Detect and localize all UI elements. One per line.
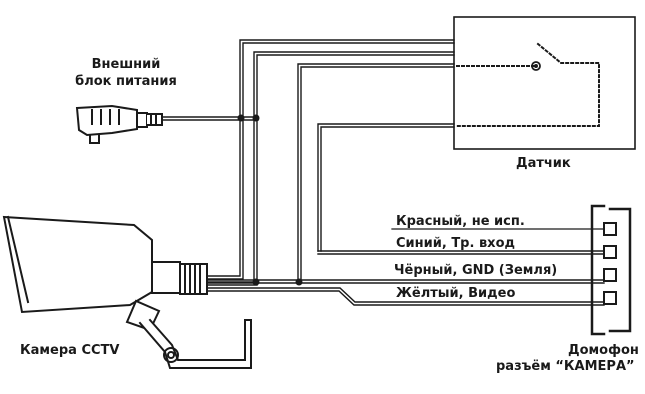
wire-label-yellow: Жёлтый, Видео bbox=[396, 286, 516, 301]
wire-label-blue: Синий, Тр. вход bbox=[396, 236, 515, 251]
intercom-label-line1: Домофон bbox=[568, 343, 639, 358]
junction-dots bbox=[237, 114, 303, 286]
intercom-connector-icon bbox=[590, 204, 632, 336]
power-label-line1: Внешний bbox=[91, 57, 161, 72]
power-label-line2: блок питания bbox=[75, 74, 177, 89]
wire-black bbox=[206, 51, 455, 286]
cctv-camera-icon bbox=[2, 215, 252, 369]
wire-label-black: Чёрный, GND (Земля) bbox=[394, 263, 558, 278]
wire-red bbox=[206, 39, 455, 280]
wire-label-red: Красный, не исп. bbox=[396, 214, 525, 229]
sensor-contact-icon bbox=[456, 42, 600, 127]
sensor-label: Датчик bbox=[516, 156, 571, 171]
wire-to-black-pin bbox=[206, 279, 605, 284]
wire-to-blue-pin bbox=[317, 250, 605, 255]
power-adapter-icon bbox=[75, 104, 163, 144]
sensor-box bbox=[453, 16, 636, 150]
wire-to-yellow-pin bbox=[206, 287, 605, 306]
intercom-label-line2: разъём “КАМЕРА” bbox=[496, 359, 635, 374]
wire-green bbox=[317, 123, 455, 252]
wire-blue bbox=[297, 63, 455, 281]
camera-label: Камера CCTV bbox=[20, 343, 120, 358]
